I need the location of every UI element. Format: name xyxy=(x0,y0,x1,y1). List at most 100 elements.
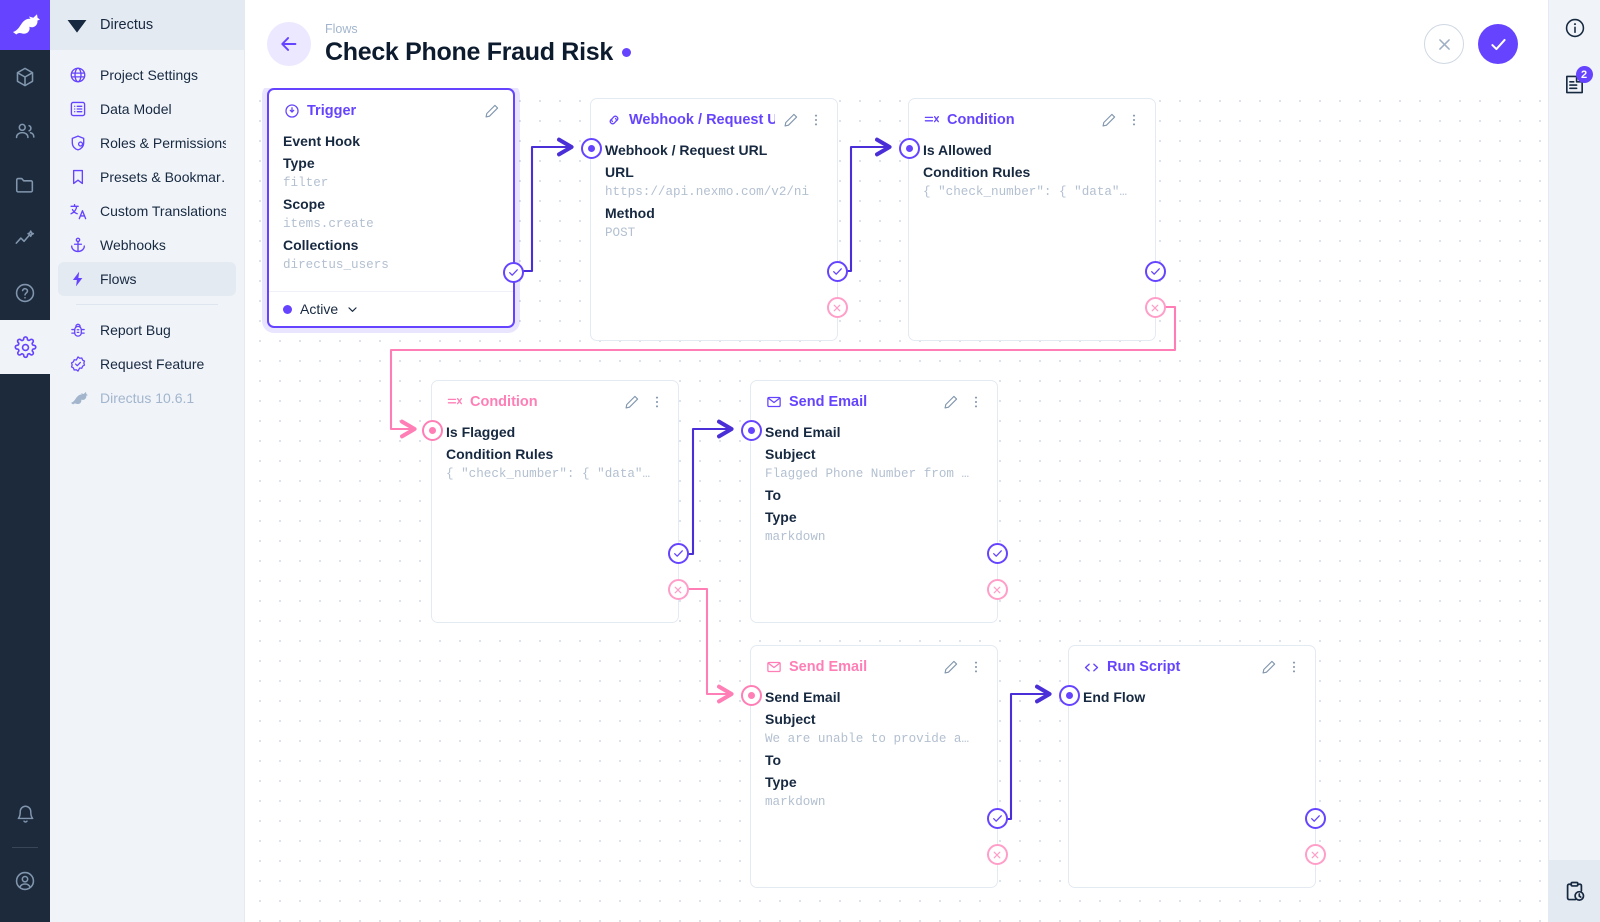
node-field-value: filter xyxy=(283,176,329,190)
pencil-icon[interactable] xyxy=(1100,111,1118,129)
node-field-key: Condition Rules xyxy=(923,164,1031,180)
rail-item-content[interactable] xyxy=(0,50,50,104)
node-output-port-success[interactable] xyxy=(502,262,524,283)
rail-item-insights[interactable] xyxy=(0,212,50,266)
pencil-icon[interactable] xyxy=(942,658,960,676)
node-header: Run Script xyxy=(1069,646,1315,682)
directus-rabbit-logo[interactable] xyxy=(0,0,50,50)
flow-node-condition-is-allowed[interactable]: Condition Is Allowed Condition Rules { "… xyxy=(898,98,1166,341)
node-field-key: Subject xyxy=(765,446,816,462)
flow-canvas[interactable]: Trigger Event Hook Type filter Scope ite… xyxy=(245,88,1548,922)
flow-status-control[interactable]: Active xyxy=(269,291,513,326)
sidebar-item-flows[interactable]: Flows xyxy=(58,262,236,296)
flow-node-send-email-unable[interactable]: Send Email Send Email Subject We are una… xyxy=(740,645,1008,888)
pencil-icon[interactable] xyxy=(623,393,641,411)
sidebar-item-data-model[interactable]: Data Model xyxy=(58,92,236,126)
sidebar-item-roles-permissions[interactable]: Roles & Permissions xyxy=(58,126,236,160)
node-field-key: Collections xyxy=(283,237,359,253)
sidebar-header[interactable]: Directus xyxy=(50,0,244,50)
node-input-port[interactable] xyxy=(1058,685,1080,706)
sidebar-item-project-settings[interactable]: Project Settings xyxy=(58,58,236,92)
flow-node-webhook[interactable]: Webhook / Request U Webhook / Request UR… xyxy=(580,98,848,341)
flow-node-send-email-flagged[interactable]: Send Email Send Email Subject Flagged Ph… xyxy=(740,380,1008,623)
node-body: Is Flagged Condition Rules { "check_numb… xyxy=(432,417,678,494)
sidebar-item-label: Webhooks xyxy=(100,237,166,253)
node-header: Send Email xyxy=(751,381,997,417)
node-field-key: Condition Rules xyxy=(446,446,554,462)
more-vertical-icon[interactable] xyxy=(967,658,985,676)
node-field-name: Is Flagged xyxy=(446,424,516,440)
bookmark-icon xyxy=(68,167,88,187)
node-output-port-reject[interactable] xyxy=(986,579,1008,600)
sidebar-item-presets-bookmarks[interactable]: Presets & Bookmar… xyxy=(58,160,236,194)
node-input-port[interactable] xyxy=(740,420,762,441)
node-output-port-reject[interactable] xyxy=(1144,297,1166,318)
logs-icon[interactable]: 2 xyxy=(1549,56,1600,112)
pencil-icon[interactable] xyxy=(782,111,800,129)
node-output-port-success[interactable] xyxy=(826,261,848,282)
node-output-port-success[interactable] xyxy=(1304,808,1326,829)
rail-item-user-directory[interactable] xyxy=(0,104,50,158)
node-output-port-success[interactable] xyxy=(986,808,1008,829)
node-input-port[interactable] xyxy=(580,138,602,159)
node-input-port[interactable] xyxy=(898,138,920,159)
node-header: Trigger xyxy=(269,90,513,126)
rail-item-help[interactable] xyxy=(0,266,50,320)
pencil-icon[interactable] xyxy=(483,102,501,120)
sidebar-item-custom-translations[interactable]: Custom Translations xyxy=(58,194,236,228)
node-input-port[interactable] xyxy=(421,420,443,441)
node-header: Condition xyxy=(432,381,678,417)
node-input-port[interactable] xyxy=(740,685,762,706)
node-field-value: https://api.nexmo.com/v2/ni xyxy=(605,185,810,199)
node-title: Webhook / Request U xyxy=(629,112,775,128)
node-body: End Flow xyxy=(1069,682,1315,718)
node-output-port-success[interactable] xyxy=(667,543,689,564)
anchor-icon xyxy=(68,235,88,255)
bell-icon[interactable] xyxy=(0,787,50,841)
page-title-row: Check Phone Fraud Risk xyxy=(325,38,631,67)
flow-node-condition-is-flagged[interactable]: Condition Is Flagged Condition Rules { "… xyxy=(421,380,689,623)
node-output-port-reject[interactable] xyxy=(986,844,1008,865)
node-output-port-reject[interactable] xyxy=(667,579,689,600)
rail-bottom-group xyxy=(0,787,50,922)
sidebar-item-request-feature[interactable]: Request Feature xyxy=(58,347,236,381)
node-field-key: To xyxy=(765,487,782,503)
node-field-name: Send Email xyxy=(765,424,841,440)
more-vertical-icon[interactable] xyxy=(1125,111,1143,129)
node-field-key: Scope xyxy=(283,196,326,212)
arrow-left-icon[interactable] xyxy=(267,22,311,66)
sidebar-item-report-bug[interactable]: Report Bug xyxy=(58,313,236,347)
node-field-value: markdown xyxy=(765,530,826,544)
node-output-port-success[interactable] xyxy=(1144,261,1166,282)
pencil-icon[interactable] xyxy=(1260,658,1278,676)
flow-status-label: Active xyxy=(300,301,339,317)
page-title: Check Phone Fraud Risk xyxy=(325,37,613,66)
node-output-port-reject[interactable] xyxy=(826,297,848,318)
more-vertical-icon[interactable] xyxy=(967,393,985,411)
sidebar-item-label: Roles & Permissions xyxy=(100,135,226,151)
inspector-rail: 2 xyxy=(1548,0,1600,922)
flow-node-trigger[interactable]: Trigger Event Hook Type filter Scope ite… xyxy=(267,88,524,328)
node-field-value: We are unable to provide a… xyxy=(765,732,970,746)
pencil-icon[interactable] xyxy=(942,393,960,411)
more-vertical-icon[interactable] xyxy=(807,111,825,129)
bug-icon xyxy=(68,320,88,340)
save-button[interactable] xyxy=(1478,24,1518,64)
sidebar-item-webhooks[interactable]: Webhooks xyxy=(58,228,236,262)
rail-item-settings[interactable] xyxy=(0,320,50,374)
status-badge xyxy=(621,47,631,57)
account-icon[interactable] xyxy=(0,854,50,908)
directus-rabbit-small-icon xyxy=(68,388,88,408)
node-output-port-reject[interactable] xyxy=(1304,844,1326,865)
flow-editor: Flows Check Phone Fraud Risk xyxy=(245,0,1548,922)
cancel-button[interactable] xyxy=(1424,24,1464,64)
more-vertical-icon[interactable] xyxy=(1285,658,1303,676)
node-field-name: End Flow xyxy=(1083,689,1146,705)
clipboard-clock-icon[interactable] xyxy=(1548,860,1600,922)
more-vertical-icon[interactable] xyxy=(648,393,666,411)
rail-item-file-library[interactable] xyxy=(0,158,50,212)
flow-node-run-script[interactable]: Run Script End Flow xyxy=(1058,645,1326,888)
info-icon[interactable] xyxy=(1549,0,1600,56)
node-output-port-success[interactable] xyxy=(986,543,1008,564)
breadcrumb[interactable]: Flows xyxy=(325,21,358,36)
